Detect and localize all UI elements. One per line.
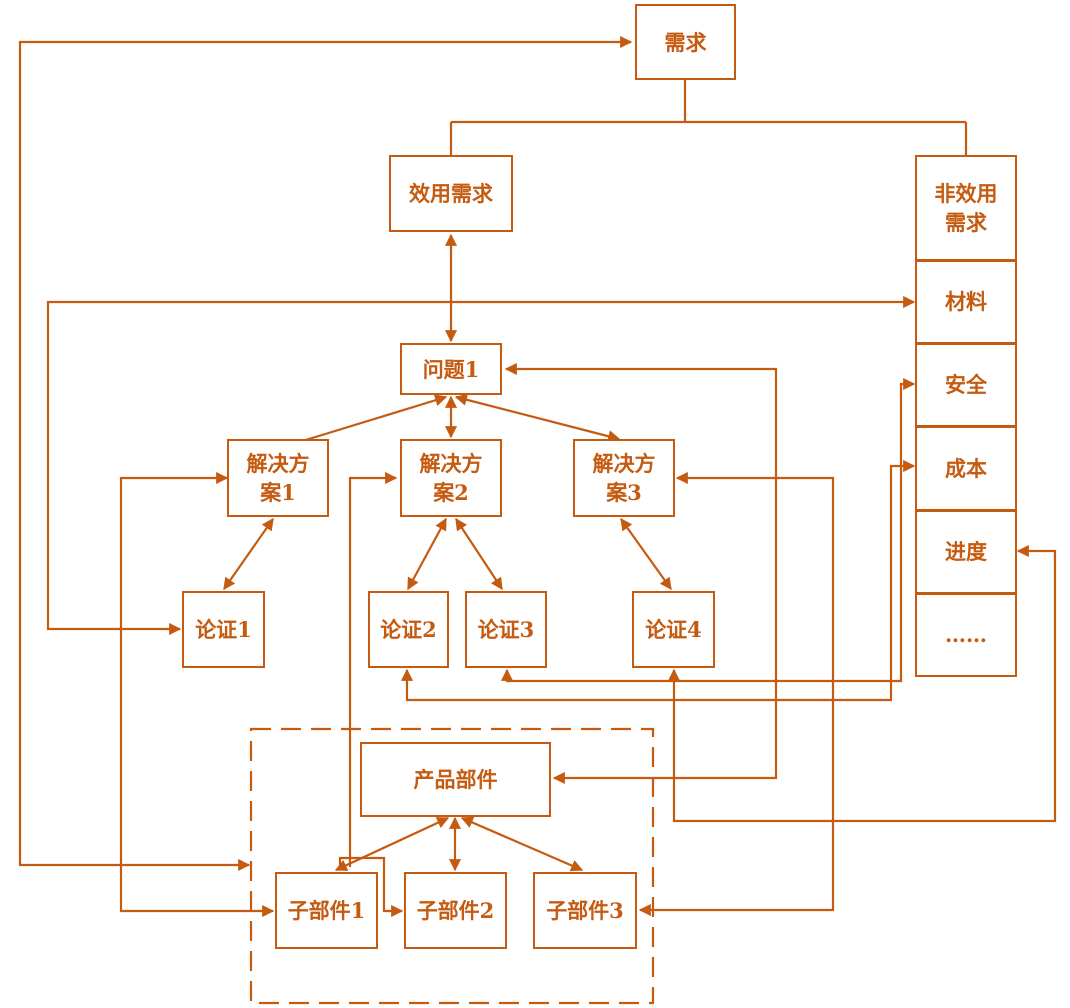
problem-product-arrow (504, 362, 778, 785)
utility-demand-node: 效用需求 (389, 155, 513, 232)
solution2-node: 解决方 案2 (400, 439, 502, 517)
problem1-node: 问题1 (400, 343, 502, 395)
argument2-node: 论证2 (368, 591, 449, 668)
stack-divider (915, 259, 1017, 262)
argument4-node: 论证4 (632, 591, 715, 668)
subpart2-node: 子部件2 (404, 872, 507, 949)
demand-feedback-arrow (18, 35, 633, 872)
product-subpart3-arrow (460, 816, 584, 872)
safety-cell: 安全 (945, 372, 987, 397)
solution3-subpart3-arrow (638, 471, 835, 917)
schedule-argument4-arrow (667, 544, 1057, 823)
cost-argument2-arrow (400, 459, 916, 702)
solution2-argument3-arrow (455, 517, 503, 591)
problem-solution3-arrow (454, 393, 621, 443)
solution3-argument4-arrow (620, 518, 672, 590)
solution1-node: 解决方 案1 (227, 439, 329, 517)
schedule-cell: 进度 (945, 539, 987, 564)
non-utility-demand-stack (915, 155, 1017, 677)
stack-divider (915, 592, 1017, 595)
subpart1-node: 子部件1 (275, 872, 378, 949)
product-subpart1-arrow (334, 817, 450, 871)
product-part-node: 产品部件 (360, 742, 551, 817)
argument3-node: 论证3 (465, 591, 547, 668)
non-utility-demand-label: 非效用 需求 (934, 180, 998, 235)
subpart1-solution2-arrow (348, 471, 398, 867)
material-cell: 材料 (945, 289, 987, 314)
solution1-argument1-arrow (223, 518, 274, 590)
demand-node: 需求 (635, 4, 736, 80)
demand-tree-connector (449, 79, 968, 156)
subpart3-node: 子部件3 (533, 872, 637, 949)
stack-divider (915, 425, 1017, 428)
stack-divider (915, 342, 1017, 345)
cost-cell: 成本 (945, 455, 987, 481)
solution2-argument2-arrow (407, 517, 447, 591)
ellipsis-cell: …… (945, 622, 987, 647)
solution3-node: 解决方 案3 (573, 439, 675, 517)
solution1-subpart1-arrow (119, 471, 275, 918)
stack-divider (915, 509, 1017, 512)
argument1-node: 论证1 (182, 591, 265, 668)
material-argument1-arrow (46, 295, 916, 636)
